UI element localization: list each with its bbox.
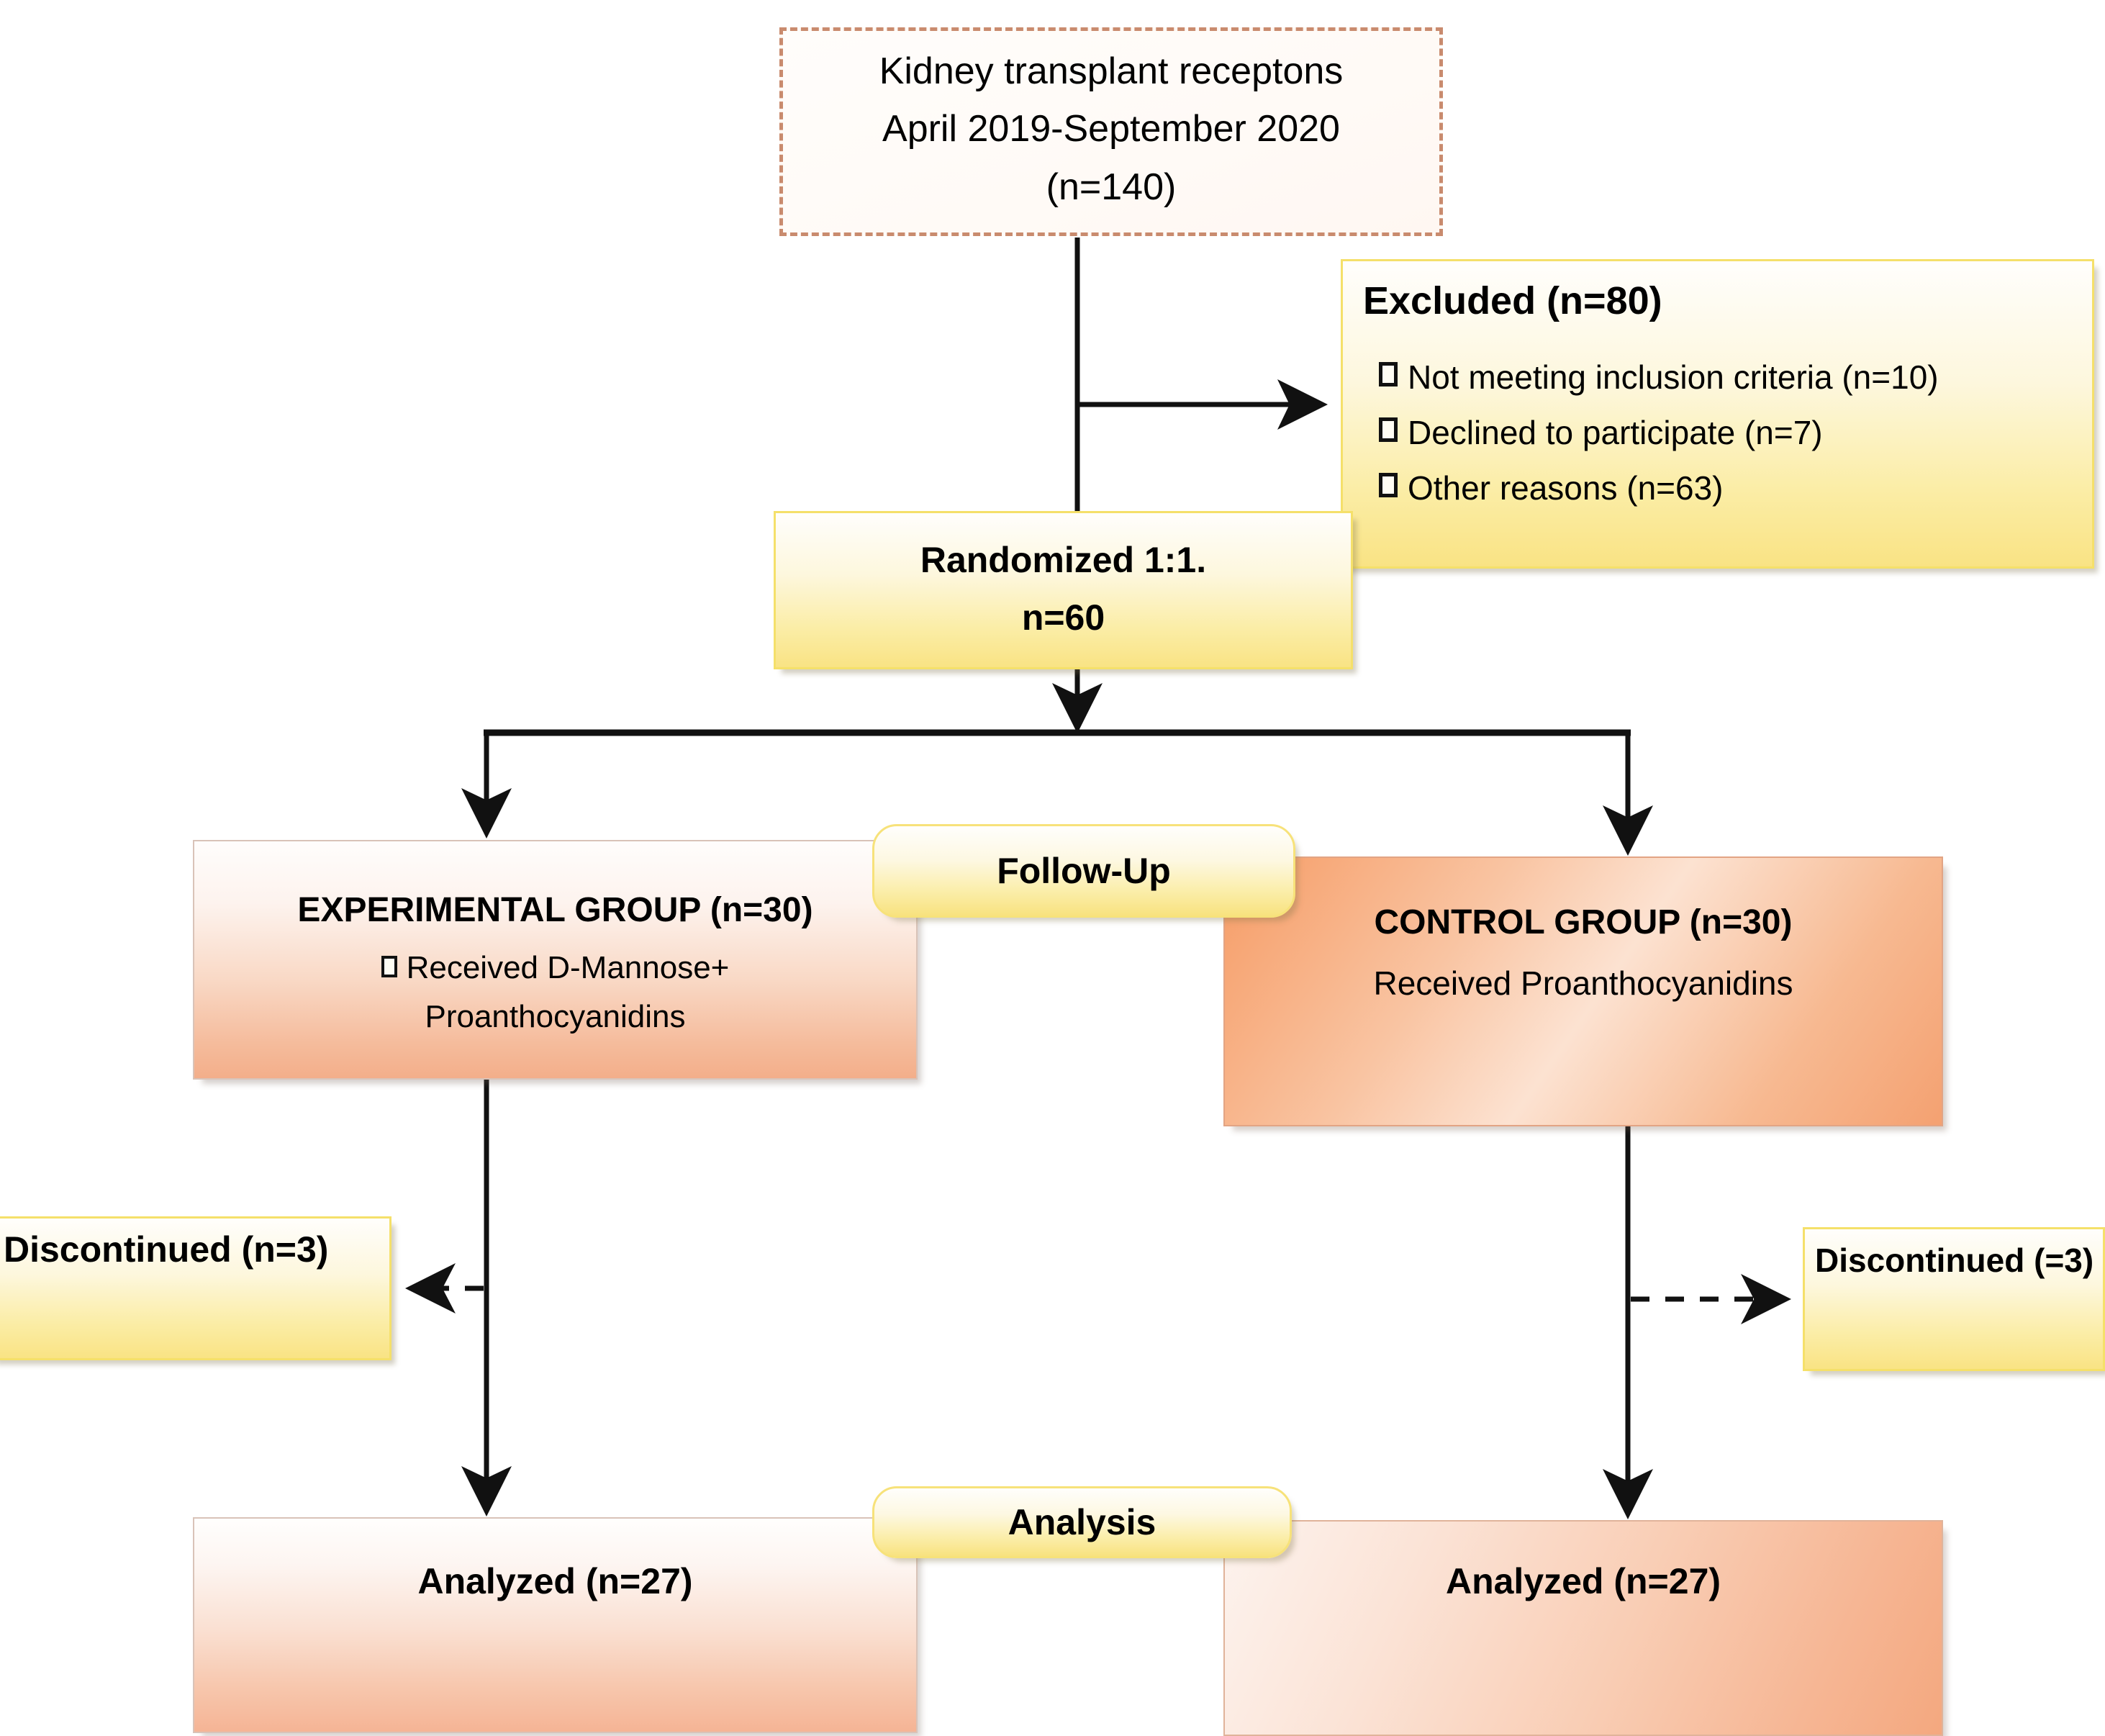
experimental-group-detail-row: Received D-Mannose+ — [381, 950, 730, 986]
excluded-reason-label: Other reasons (n=63) — [1408, 469, 1724, 507]
discontinued-right-label: Discontinued (=3) — [1815, 1242, 2094, 1279]
excluded-reason-item: Declined to participate (n=7) — [1363, 412, 1823, 454]
randomized-box: Randomized 1:1. n=60 — [774, 511, 1353, 669]
excluded-reason-item: Other reasons (n=63) — [1363, 467, 1724, 510]
stage-badge-follow-up-label: Follow-Up — [997, 851, 1171, 891]
enrollment-line-2: April 2019-September 2020 — [882, 108, 1340, 150]
experimental-group-box: EXPERIMENTAL GROUP (n=30) Received D-Man… — [193, 840, 918, 1080]
excluded-reason-item: Not meeting inclusion criteria (n=10) — [1363, 356, 1939, 399]
bullet-square-icon — [1379, 362, 1398, 386]
excluded-reason-label: Declined to participate (n=7) — [1408, 413, 1823, 451]
flow-diagram-canvas: Kidney transplant receptons April 2019-S… — [0, 27, 2105, 1736]
analyzed-left-label: Analyzed (n=27) — [417, 1561, 693, 1601]
bullet-square-icon — [381, 956, 397, 977]
experimental-group-title: EXPERIMENTAL GROUP (n=30) — [297, 891, 813, 929]
randomized-line-1: Randomized 1:1. — [920, 540, 1207, 580]
enrollment-line-3: (n=140) — [1046, 166, 1177, 209]
stage-badge-follow-up: Follow-Up — [872, 824, 1295, 918]
control-group-title: CONTROL GROUP (n=30) — [1374, 903, 1793, 941]
enrollment-line-1: Kidney transplant receptons — [879, 50, 1344, 92]
stage-badge-analysis: Analysis — [872, 1486, 1292, 1558]
discontinued-left-label: Discontinued (n=3) — [4, 1229, 329, 1270]
analyzed-right-label: Analyzed (n=27) — [1445, 1561, 1721, 1601]
excluded-reason-label: Not meeting inclusion criteria (n=10) — [1408, 358, 1939, 396]
analyzed-left-box: Analyzed (n=27) — [193, 1517, 918, 1733]
experimental-group-detail-line-2: Proanthocyanidins — [425, 999, 686, 1034]
bullet-square-icon — [1379, 472, 1398, 497]
experimental-group-detail-line-1: Received D-Mannose+ — [406, 950, 730, 985]
bullet-square-icon — [1379, 417, 1398, 442]
analyzed-right-box: Analyzed (n=27) — [1223, 1520, 1943, 1736]
excluded-title: Excluded (n=80) — [1363, 279, 1662, 322]
discontinued-left-box: Discontinued (n=3) — [0, 1216, 391, 1360]
wire-randomized-to-split — [484, 669, 1631, 736]
control-group-box: CONTROL GROUP (n=30) Received Proanthocy… — [1223, 856, 1943, 1126]
excluded-box: Excluded (n=80) Not meeting inclusion cr… — [1341, 259, 2094, 569]
discontinued-right-box: Discontinued (=3) — [1803, 1227, 2105, 1371]
randomized-line-2: n=60 — [1021, 597, 1105, 638]
control-group-detail: Received Proanthocyanidins — [1373, 964, 1793, 1002]
enrollment-box: Kidney transplant receptons April 2019-S… — [779, 27, 1443, 236]
stage-badge-analysis-label: Analysis — [1008, 1502, 1156, 1542]
